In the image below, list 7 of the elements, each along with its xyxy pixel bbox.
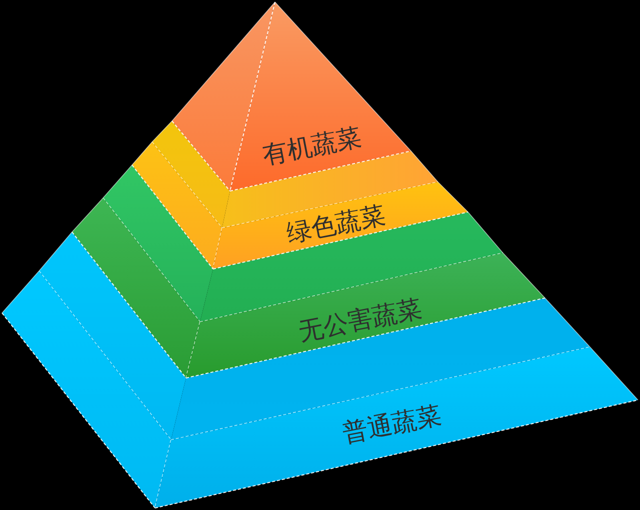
tier-label: 普通蔬菜 (340, 402, 444, 446)
pyramid-tier (132, 121, 468, 269)
tier-label: 绿色蔬菜 (284, 202, 388, 246)
pyramid-tier (72, 165, 545, 378)
pyramid-tier (172, 2, 411, 191)
tier-label: 有机蔬菜 (260, 124, 364, 168)
tier-label: 无公害蔬菜 (296, 296, 424, 344)
